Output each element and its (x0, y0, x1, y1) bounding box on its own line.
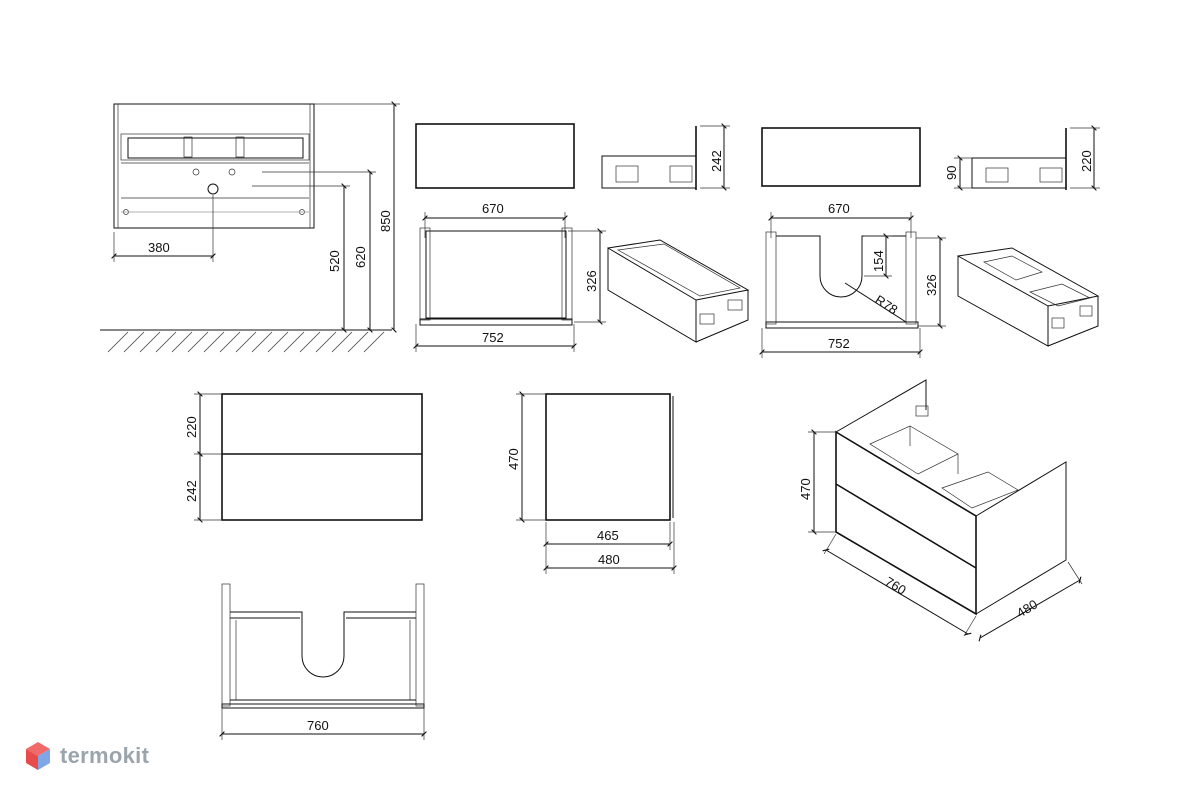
dim-242-side: 242 (709, 150, 724, 172)
dim-220-side: 220 (1079, 150, 1094, 172)
dim-242-front: 242 (184, 480, 199, 502)
dim-90-side: 90 (944, 166, 959, 180)
dim-760-iso: 760 (882, 574, 908, 598)
view-cabinet-front-heights: 380 520 620 850 (100, 101, 400, 353)
view-side-elevation: 470 465 480 (506, 391, 677, 574)
dim-326-b: 326 (924, 274, 939, 296)
view-drawer-b: 220 90 670 154 R78 326 752 (759, 125, 1100, 358)
dim-470-iso: 470 (798, 478, 813, 500)
view-isometric-cabinet: 470 760 480 (798, 379, 1083, 642)
dim-670-a: 670 (482, 201, 504, 216)
dim-520: 520 (327, 250, 342, 272)
hexagon-cube-icon (26, 742, 50, 770)
dim-752-a: 752 (482, 330, 504, 345)
brand-name: termokit (60, 743, 150, 768)
dim-480-side: 480 (598, 552, 620, 567)
view-front-elevation: 220 242 (184, 391, 423, 523)
dim-154: 154 (871, 250, 886, 272)
dim-760-bottom: 760 (307, 718, 329, 733)
dim-326-a: 326 (584, 270, 599, 292)
dim-620: 620 (353, 246, 368, 268)
view-back-cutout: 760 (219, 583, 427, 740)
dim-752-b: 752 (828, 336, 850, 351)
dim-220-front: 220 (184, 416, 199, 438)
dim-850: 850 (378, 210, 393, 232)
dim-480-iso: 480 (1014, 597, 1040, 621)
dim-380: 380 (148, 240, 170, 255)
dim-465: 465 (597, 528, 619, 543)
view-drawer-a: 242 670 326 752 (413, 123, 750, 352)
dim-r78: R78 (872, 292, 900, 318)
brand-logo: termokit (24, 736, 149, 776)
dim-670-b: 670 (828, 201, 850, 216)
dim-470-side: 470 (506, 448, 521, 470)
